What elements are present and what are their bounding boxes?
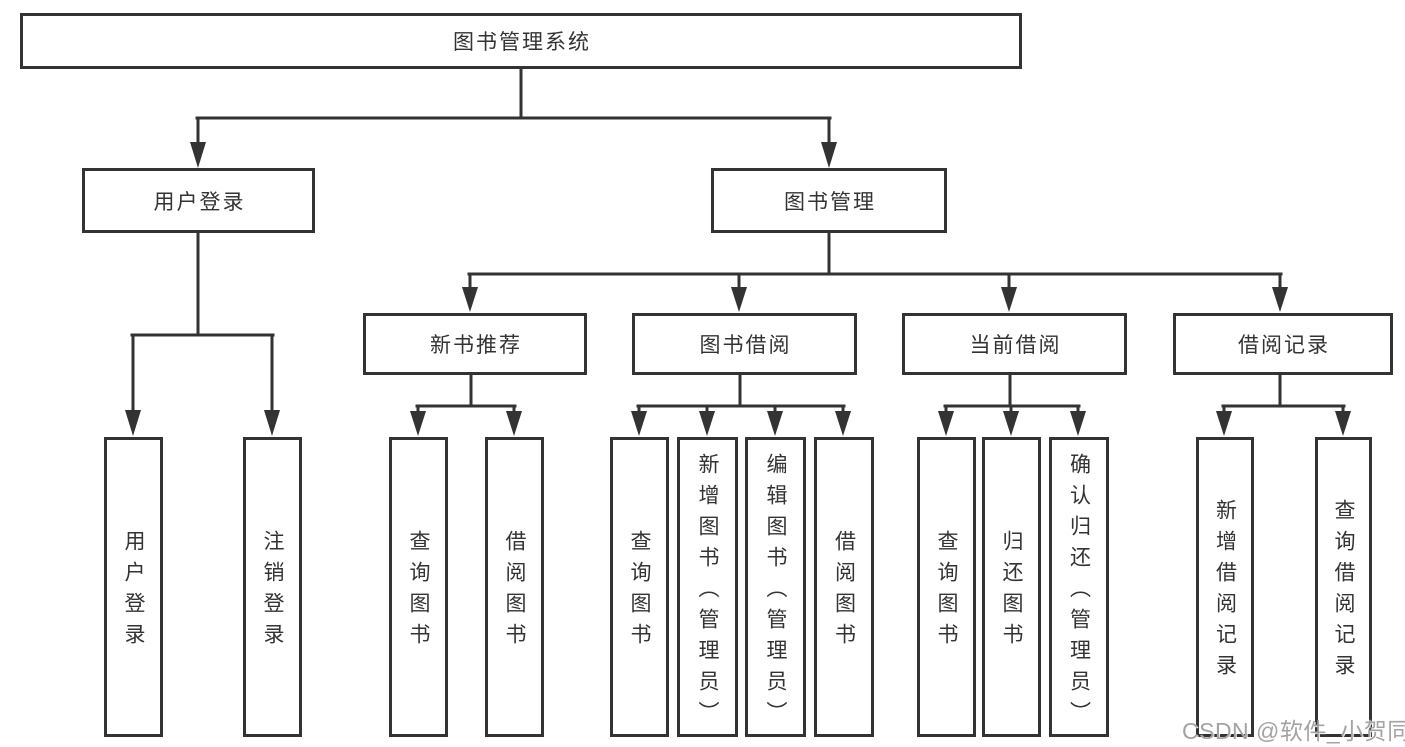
leaf-add-book-admin-label: 新增图书（管理员） — [696, 452, 719, 732]
node-root-label: 图书管理系统 — [453, 31, 591, 54]
node-borrow-records: 借阅记录 — [1173, 313, 1393, 375]
csdn-watermark: CSDN @软件_小贺同学 — [1182, 718, 1405, 744]
leaf-add-borrow-record-label: 新增借阅记录 — [1213, 499, 1237, 685]
leaf-logout: 注销登录 — [243, 437, 302, 737]
leaf-query-borrow-record-label: 查询借阅记录 — [1332, 499, 1355, 685]
leaf-borrow-book-label: 借阅图书 — [832, 530, 856, 654]
node-book-borrow-label: 图书借阅 — [699, 334, 792, 357]
node-new-book-recommend: 新书推荐 — [363, 313, 587, 375]
node-book-borrow: 图书借阅 — [632, 313, 857, 375]
leaf-query-book-borrow-label: 查询图书 — [628, 530, 651, 654]
leaf-borrow-book-recommend-label: 借阅图书 — [503, 530, 526, 654]
leaf-return-book: 归还图书 — [982, 437, 1041, 737]
node-book-management-label: 图书管理 — [784, 190, 876, 214]
leaf-edit-book-admin-label: 编辑图书（管理员） — [764, 452, 787, 732]
node-current-borrow: 当前借阅 — [902, 313, 1127, 375]
leaf-user-login-label: 用户登录 — [122, 530, 145, 654]
leaf-borrow-book: 借阅图书 — [814, 437, 874, 737]
leaf-user-login: 用户登录 — [104, 437, 163, 737]
leaf-borrow-book-recommend: 借阅图书 — [485, 437, 544, 737]
node-user-login: 用户登录 — [82, 168, 315, 233]
leaf-query-borrow-record: 查询借阅记录 — [1315, 437, 1372, 737]
node-book-management: 图书管理 — [711, 168, 947, 233]
leaf-query-book-current: 查询图书 — [917, 437, 976, 737]
leaf-edit-book-admin: 编辑图书（管理员） — [745, 437, 806, 737]
leaf-confirm-return-admin-label: 确认归还（管理员） — [1067, 452, 1091, 732]
leaf-logout-label: 注销登录 — [261, 530, 284, 654]
leaf-query-book-current-label: 查询图书 — [935, 530, 958, 654]
leaf-return-book-label: 归还图书 — [1000, 530, 1023, 654]
leaf-add-book-admin: 新增图书（管理员） — [677, 437, 738, 737]
leaf-add-borrow-record: 新增借阅记录 — [1196, 437, 1254, 737]
node-root: 图书管理系统 — [20, 13, 1022, 69]
node-user-login-label: 用户登录 — [153, 190, 246, 214]
node-borrow-records-label: 借阅记录 — [1238, 334, 1330, 357]
node-current-borrow-label: 当前借阅 — [969, 334, 1062, 357]
leaf-query-book-recommend-label: 查询图书 — [407, 530, 430, 654]
node-new-book-recommend-label: 新书推荐 — [430, 334, 522, 357]
leaf-confirm-return-admin: 确认归还（管理员） — [1049, 437, 1109, 737]
leaf-query-book-recommend: 查询图书 — [389, 437, 448, 737]
leaf-query-book-borrow: 查询图书 — [610, 437, 669, 737]
